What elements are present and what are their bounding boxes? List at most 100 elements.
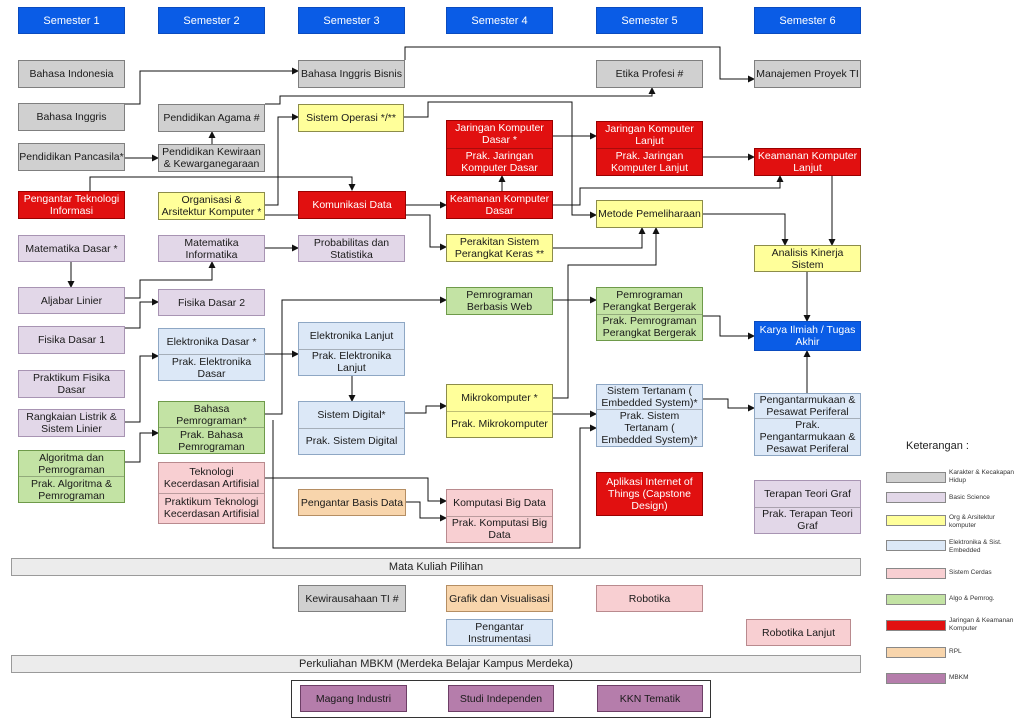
course-pendidikan-kewiraan: Pendidikan Kewiraan & Kewarganegaraan: [158, 144, 265, 172]
arrow-pengantar-to-komunikasi: [89, 176, 356, 191]
arrow-aljabar-to-matinf: [125, 261, 216, 299]
legend-label-jaringan: Jaringan & Keamanan Komputer: [949, 617, 1014, 632]
course-prak-elektronika-lanjut: Prak. Elektronika Lanjut: [299, 348, 404, 376]
arrow-bisnis-to-manajemen: [404, 46, 755, 83]
course-matematika-informatika: Matematika Informatika: [158, 235, 265, 262]
course-prak-sistem-digital: Prak. Sistem Digital: [299, 427, 404, 455]
elective-robotika: Robotika: [596, 585, 703, 612]
course-organisasi-arsitektur: Organisasi & Arsitektur Komputer *: [158, 192, 265, 220]
course-bahasa-pemrograman-group: Bahasa Pemrograman* Prak. Bahasa Pemrogr…: [158, 401, 265, 454]
course-sistem-operasi: Sistem Operasi */**: [298, 104, 404, 132]
legend-swatch-org-arsitektur: [886, 515, 946, 526]
legend-swatch-karakter: [886, 472, 946, 483]
course-prak-teknologi-kecerdasan: Praktikum Teknologi Kecerdasan Artifisia…: [159, 492, 264, 524]
legend-swatch-elektronika: [886, 540, 946, 551]
course-aplikasi-iot: Aplikasi Internet of Things (Capstone De…: [596, 472, 703, 516]
course-perakitan-sistem: Perakitan Sistem Perangkat Keras **: [446, 234, 553, 262]
course-jarkom-lanjut: Jaringan Komputer Lanjut: [605, 123, 694, 147]
arrow-perakitan-to-metode: [553, 227, 646, 249]
legend-label-algo: Algo & Pemrog.: [949, 595, 995, 602]
electives-band: Mata Kuliah Pilihan: [11, 558, 861, 576]
course-pengantarmukaan: Pengantarmukaan & Pesawat Periferal: [759, 394, 856, 418]
course-sistem-tertanam-group: Sistem Tertanam ( Embedded System)* Prak…: [596, 384, 703, 447]
semester-3-header: Semester 3: [298, 7, 405, 34]
course-komputasi-big-data: Komputasi Big Data: [453, 496, 546, 509]
legend-swatch-rpl: [886, 647, 946, 658]
course-algoritma-group: Algoritma dan Pemrograman Prak. Algoritm…: [18, 450, 125, 503]
course-matematika-dasar: Matematika Dasar *: [18, 235, 125, 262]
course-manajemen-proyek: Manajemen Proyek TI: [754, 60, 861, 88]
course-algoritma: Algoritma dan Pemrograman: [38, 451, 105, 476]
arrow-bergerak-to-karya: [703, 315, 755, 340]
course-pengantar-ti: Pengantar Teknologi Informasi: [18, 191, 125, 219]
legend-swatch-basic-science: [886, 492, 946, 503]
course-probabilitas: Probabilitas dan Statistika: [298, 235, 405, 262]
course-sistem-digital-group: Sistem Digital* Prak. Sistem Digital: [298, 401, 405, 455]
course-prak-komputasi-big-data: Prak. Komputasi Big Data: [447, 515, 552, 543]
course-praktikum-fisika-dasar: Praktikum Fisika Dasar: [18, 370, 125, 398]
course-pengantar-basis-data: Pengantar Basis Data: [298, 489, 406, 516]
semester-1-header: Semester 1: [18, 7, 125, 34]
course-prak-sistem-tertanam: Prak. Sistem Tertanam ( Embedded System)…: [597, 409, 702, 446]
course-prak-pemrograman-perangkat-bergerak: Prak. Pemrograman Perangkat Bergerak: [597, 313, 702, 341]
course-prak-elektronika-dasar: Prak. Elektronika Dasar: [159, 354, 264, 380]
arrow-rangkaian-to-elektronika-dasar: [125, 352, 159, 423]
mbkm-band: Perkuliahan MBKM (Merdeka Belajar Kampus…: [11, 655, 861, 673]
course-etika-profesi: Etika Profesi #: [596, 60, 703, 88]
course-pemrograman-web: Pemrograman Berbasis Web: [446, 287, 553, 315]
mbkm-studi-independen: Studi Independen: [448, 685, 554, 712]
arrow-sistem-operasi-to-metode: [404, 101, 597, 219]
mbkm-group-outline: [291, 680, 711, 718]
course-jarkom-dasar-group: Jaringan Komputer Dasar * Prak. Jaringan…: [446, 120, 553, 176]
legend-label-basic-science: Basic Science: [949, 494, 990, 501]
legend-swatch-algo: [886, 594, 946, 605]
course-elektronika-dasar: Elektronika Dasar *: [166, 335, 257, 348]
legend-swatch-sistem-cerdas: [886, 568, 946, 579]
arrow-digital-to-mikrokomputer: [405, 402, 447, 414]
legend-title: Keterangan :: [906, 440, 969, 452]
course-terapan-teori-graf: Terapan Teori Graf: [764, 487, 851, 500]
course-jarkom-lanjut-group: Jaringan Komputer Lanjut Prak. Jaringan …: [596, 121, 703, 176]
arrow-fisika1-to-fisika2: [125, 298, 159, 329]
semester-2-header: Semester 2: [158, 7, 265, 34]
arrow-bahasa-inggris-to-bisnis: [125, 67, 299, 105]
course-rangkaian-listrik: Rangkaian Listrik & Sistem Linier: [18, 409, 125, 437]
semester-5-header: Semester 5: [596, 7, 703, 34]
course-pemrograman-bergerak-group: Pemrograman Perangkat Bergerak Prak. Pem…: [596, 287, 703, 341]
course-mikrokomputer: Mikrokomputer *: [461, 391, 538, 404]
semester-6-header: Semester 6: [754, 7, 861, 34]
course-sistem-tertanam: Sistem Tertanam ( Embedded System)*: [601, 385, 698, 409]
semester-4-header: Semester 4: [446, 7, 553, 34]
elective-grafik: Grafik dan Visualisasi: [446, 585, 553, 612]
course-elektronika-dasar-group: Elektronika Dasar * Prak. Elektronika Da…: [158, 328, 265, 381]
course-komunikasi-data: Komunikasi Data: [298, 191, 406, 219]
course-bahasa-inggris-bisnis: Bahasa Inggris Bisnis: [298, 60, 405, 88]
course-prak-terapan-teori-graf: Prak. Terapan Teori Graf: [755, 506, 860, 534]
course-prak-jarkom-dasar: Prak. Jaringan Komputer Dasar: [447, 147, 552, 176]
legend-swatch-mbkm: [886, 673, 946, 684]
course-fisika-dasar-2: Fisika Dasar 2: [158, 289, 265, 316]
course-bahasa-pemrograman: Bahasa Pemrograman*: [176, 402, 247, 427]
legend-label-sistem-cerdas: Sistem Cerdas: [949, 569, 992, 576]
arrow-keamanan-dasar-to-lanjut: [553, 175, 784, 206]
course-prak-mikrokomputer: Prak. Mikrokomputer: [447, 410, 552, 438]
course-elektronika-lanjut-group: Elektronika Lanjut Prak. Elektronika Lan…: [298, 322, 405, 376]
course-keamanan-komputer-dasar: Keamanan Komputer Dasar: [446, 191, 553, 219]
course-keamanan-komputer-lanjut: Keamanan Komputer Lanjut: [754, 148, 861, 176]
arrow-bahasa-to-sistem-tertanam: [272, 420, 597, 549]
legend-label-mbkm: MBKM: [949, 674, 969, 681]
arrow-basisdata-to-bigdata: [406, 501, 447, 522]
course-sistem-digital: Sistem Digital*: [317, 408, 386, 421]
legend-label-org-arsitektur: Org & Arsitektur komputer: [949, 514, 995, 529]
course-pengantarmukaan-group: Pengantarmukaan & Pesawat Periferal Prak…: [754, 393, 861, 456]
course-fisika-dasar-1: Fisika Dasar 1: [18, 326, 125, 354]
course-prak-algoritma: Prak. Algoritma & Pemrograman: [19, 476, 124, 502]
course-metode-pemeliharaan: Metode Pemeliharaan: [596, 200, 703, 228]
course-teknologi-kecerdasan: Teknologi Kecerdasan Artifisial: [163, 465, 260, 490]
arrow-metode-to-analisis: [703, 213, 789, 246]
legend-label-rpl: RPL: [949, 648, 962, 655]
course-pendidikan-pancasila: Pendidikan Pancasila*: [18, 143, 125, 171]
course-analisis-kinerja: Analisis Kinerja Sistem: [754, 245, 861, 272]
arrow-algoritma-to-bahasa: [125, 429, 159, 463]
course-terapan-teori-graf-group: Terapan Teori Graf Prak. Terapan Teori G…: [754, 480, 861, 534]
